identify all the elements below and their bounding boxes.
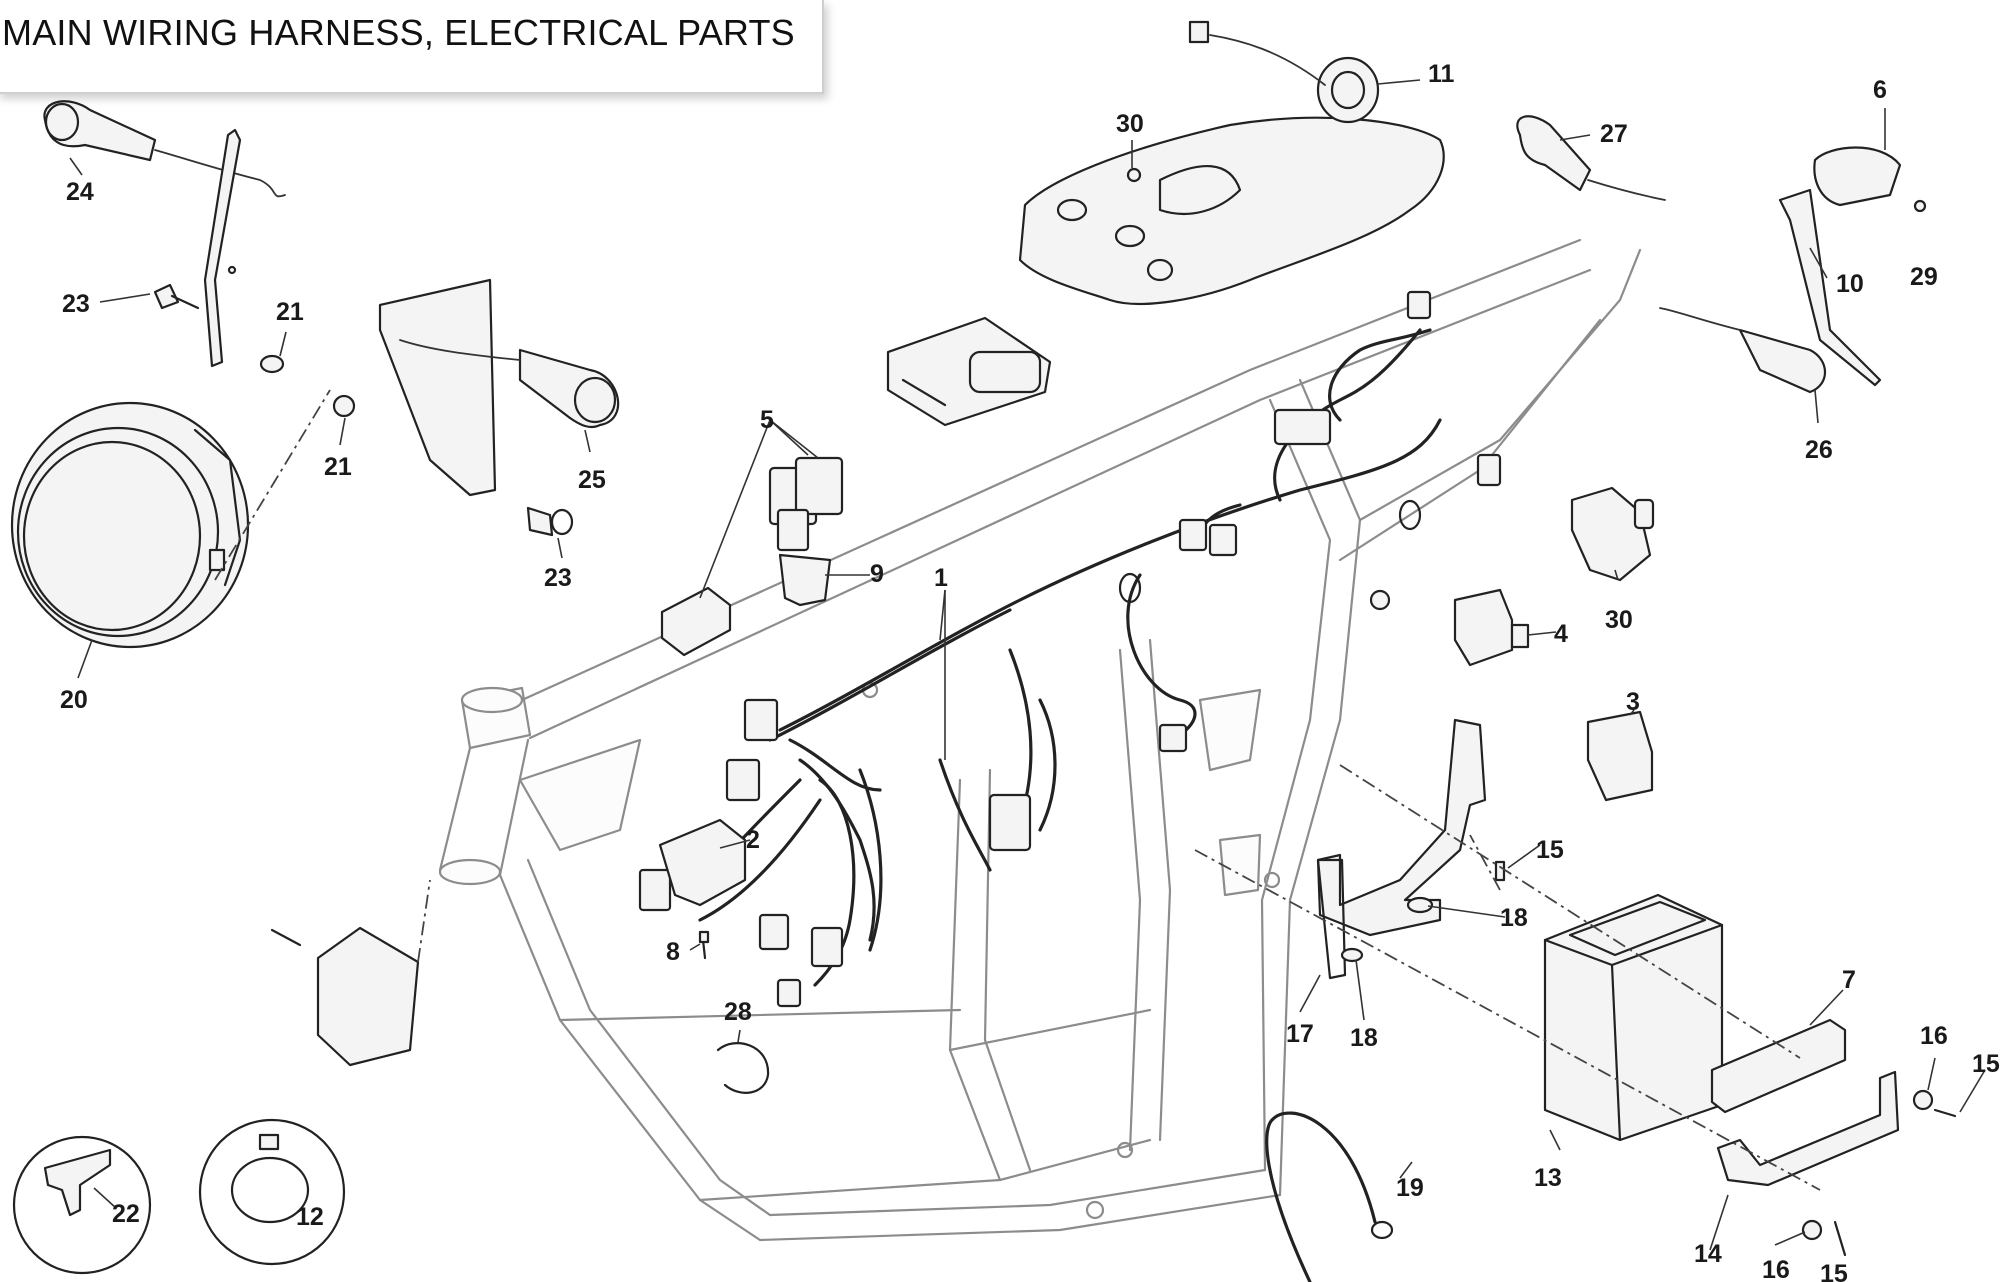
callout-22: 22 xyxy=(112,1200,140,1228)
callout-15: 15 xyxy=(1820,1260,1848,1282)
battery-tray-17 xyxy=(1316,718,1487,980)
cable-clip-28 xyxy=(716,1042,770,1094)
battery-pad-7 xyxy=(1710,1018,1847,1114)
callout-6: 6 xyxy=(1873,76,1887,104)
ground-cable-19 xyxy=(1265,1111,1377,1282)
washer-21-lower xyxy=(332,394,356,418)
callout-30: 30 xyxy=(1116,110,1144,138)
callout-9: 9 xyxy=(870,560,884,588)
license-bracket-10 xyxy=(1778,188,1882,387)
callout-27: 27 xyxy=(1600,120,1628,148)
switch-30 xyxy=(1570,486,1655,582)
callout-25: 25 xyxy=(578,466,606,494)
callout-12: 12 xyxy=(296,1203,324,1231)
washer-16-bottom xyxy=(1801,1219,1823,1241)
diagram-title: MAIN WIRING HARNESS, ELECTRICAL PARTS xyxy=(2,12,795,53)
callout-18: 18 xyxy=(1350,1024,1378,1052)
motorcycle-frame xyxy=(438,238,1642,1242)
callout-16: 16 xyxy=(1762,1256,1790,1282)
callout-21: 21 xyxy=(276,298,304,326)
screw-23-upper xyxy=(153,283,200,310)
callout-29: 29 xyxy=(1910,263,1938,291)
assembly-lines xyxy=(214,389,1821,1191)
callout-13: 13 xyxy=(1534,1164,1562,1192)
callout-2: 2 xyxy=(746,826,760,854)
callout-24: 24 xyxy=(66,178,94,206)
callout-15: 15 xyxy=(1536,836,1564,864)
nut-30-upper xyxy=(1126,167,1142,183)
battery-13 xyxy=(1543,893,1724,1142)
callout-23: 23 xyxy=(544,564,572,592)
callout-4: 4 xyxy=(1554,620,1568,648)
callout-19: 19 xyxy=(1396,1174,1424,1202)
horn-11 xyxy=(1188,20,1380,124)
headlight-bracket-left xyxy=(203,128,242,368)
callout-15: 15 xyxy=(1972,1050,2000,1078)
voltage-regulator xyxy=(270,926,420,1067)
callout-14: 14 xyxy=(1694,1240,1722,1268)
flasher-relay-3 xyxy=(1586,710,1654,802)
bracket-2 xyxy=(658,818,747,907)
relays-5 xyxy=(660,456,844,657)
callout-16: 16 xyxy=(1920,1022,1948,1050)
callout-7: 7 xyxy=(1842,966,1856,994)
callout-26: 26 xyxy=(1805,436,1833,464)
callout-18: 18 xyxy=(1500,904,1528,932)
callout-3: 3 xyxy=(1626,688,1640,716)
callout-30: 30 xyxy=(1605,606,1633,634)
turn-signal-front-left xyxy=(43,100,286,198)
callout-11: 11 xyxy=(1428,60,1455,88)
callout-8: 8 xyxy=(666,938,680,966)
title-banner: MAIN WIRING HARNESS, ELECTRICAL PARTS xyxy=(0,0,824,94)
headlight xyxy=(10,401,250,649)
tail-light-6 xyxy=(1813,146,1902,207)
callout-21: 21 xyxy=(324,453,352,481)
relay-holder-9 xyxy=(778,553,832,607)
screw-23-lower xyxy=(526,506,574,537)
callout-1: 1 xyxy=(934,564,948,592)
bolt-15-bottom xyxy=(1833,1220,1847,1257)
leader-lines xyxy=(69,79,1986,1251)
callout-10: 10 xyxy=(1836,270,1864,298)
callout-17: 17 xyxy=(1286,1020,1314,1048)
callout-5: 5 xyxy=(760,406,774,434)
turn-signal-rear-right xyxy=(1659,307,1826,394)
turn-signal-rear-left xyxy=(1516,115,1666,201)
screw-15-upper xyxy=(1494,860,1506,882)
washer-21-upper xyxy=(259,354,285,374)
callout-28: 28 xyxy=(724,998,752,1026)
main-wiring-harness xyxy=(638,290,1502,1008)
callout-20: 20 xyxy=(60,686,88,714)
inset-cable-tie-12 xyxy=(198,1118,346,1266)
turn-signal-front-right xyxy=(378,278,620,497)
callout-numbers: 24 23 21 21 20 25 23 5 9 1 2 8 28 22 12 … xyxy=(60,60,2000,1282)
inset-clip-22 xyxy=(12,1135,152,1275)
relay-4 xyxy=(1453,588,1530,667)
callout-23: 23 xyxy=(62,290,90,318)
washer-16-right xyxy=(1912,1089,1934,1111)
bolt-15-right xyxy=(1933,1108,1957,1118)
screw-29 xyxy=(1913,199,1927,213)
airbox-cover xyxy=(1018,116,1445,305)
ecu-module xyxy=(886,316,1052,427)
